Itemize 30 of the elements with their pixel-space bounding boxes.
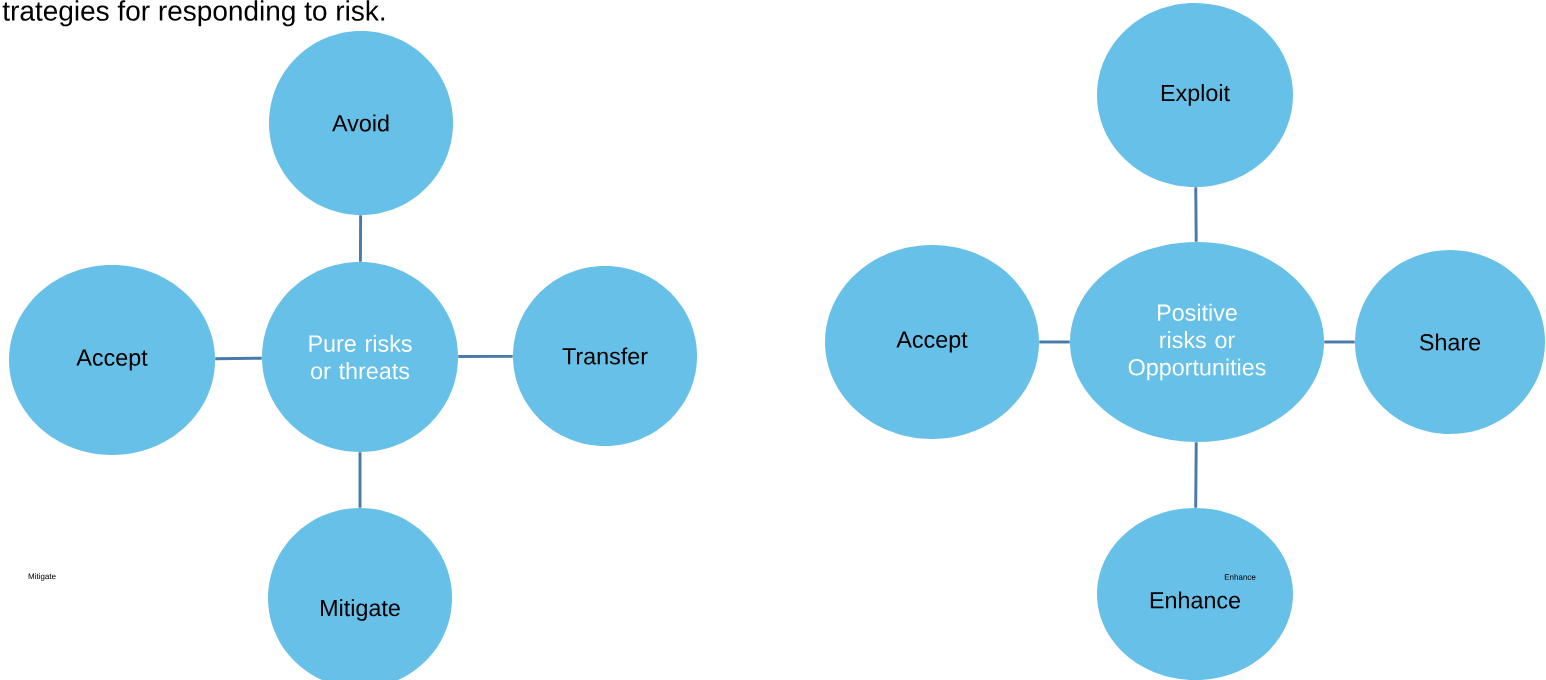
node-label: Mitigate: [321, 599, 400, 621]
strategy-ellipse: [9, 265, 215, 455]
connector-line: [358, 215, 363, 262]
connector-line: [458, 354, 513, 359]
tiny-note: Enhance: [1224, 574, 1256, 580]
node-label: Accept: [896, 331, 968, 353]
strategy-ellipse: [1097, 508, 1293, 680]
strategy-ellipse: [825, 245, 1039, 439]
node-label: Transfer: [562, 347, 648, 365]
node-label: Accept: [76, 349, 148, 371]
strategy-ellipse: [1097, 3, 1293, 187]
node-label: Exploit: [1161, 84, 1230, 106]
node-label: Positive risks or Opportunities: [1128, 303, 1266, 381]
node-label: Pure risks or threats: [309, 334, 412, 380]
strategy-ellipse: [1355, 250, 1545, 434]
connector-line: [215, 356, 262, 361]
tiny-note: Mitigate: [28, 573, 56, 581]
heading: trategies for responding to risk.: [2, 0, 385, 27]
connector-line: [1194, 187, 1198, 242]
node-label: Share: [1419, 333, 1481, 351]
strategy-ellipse: [513, 266, 697, 446]
connector-line: [1039, 340, 1070, 344]
hub-ellipse: [262, 262, 458, 452]
hub-ellipse: [1070, 242, 1324, 442]
strategy-ellipse: [269, 31, 453, 215]
node-label: Avoid: [332, 114, 389, 132]
connector-line: [1194, 442, 1198, 508]
node-label: Enhance: [1150, 591, 1240, 609]
connector-line: [358, 452, 362, 508]
connector-line: [1324, 340, 1355, 344]
